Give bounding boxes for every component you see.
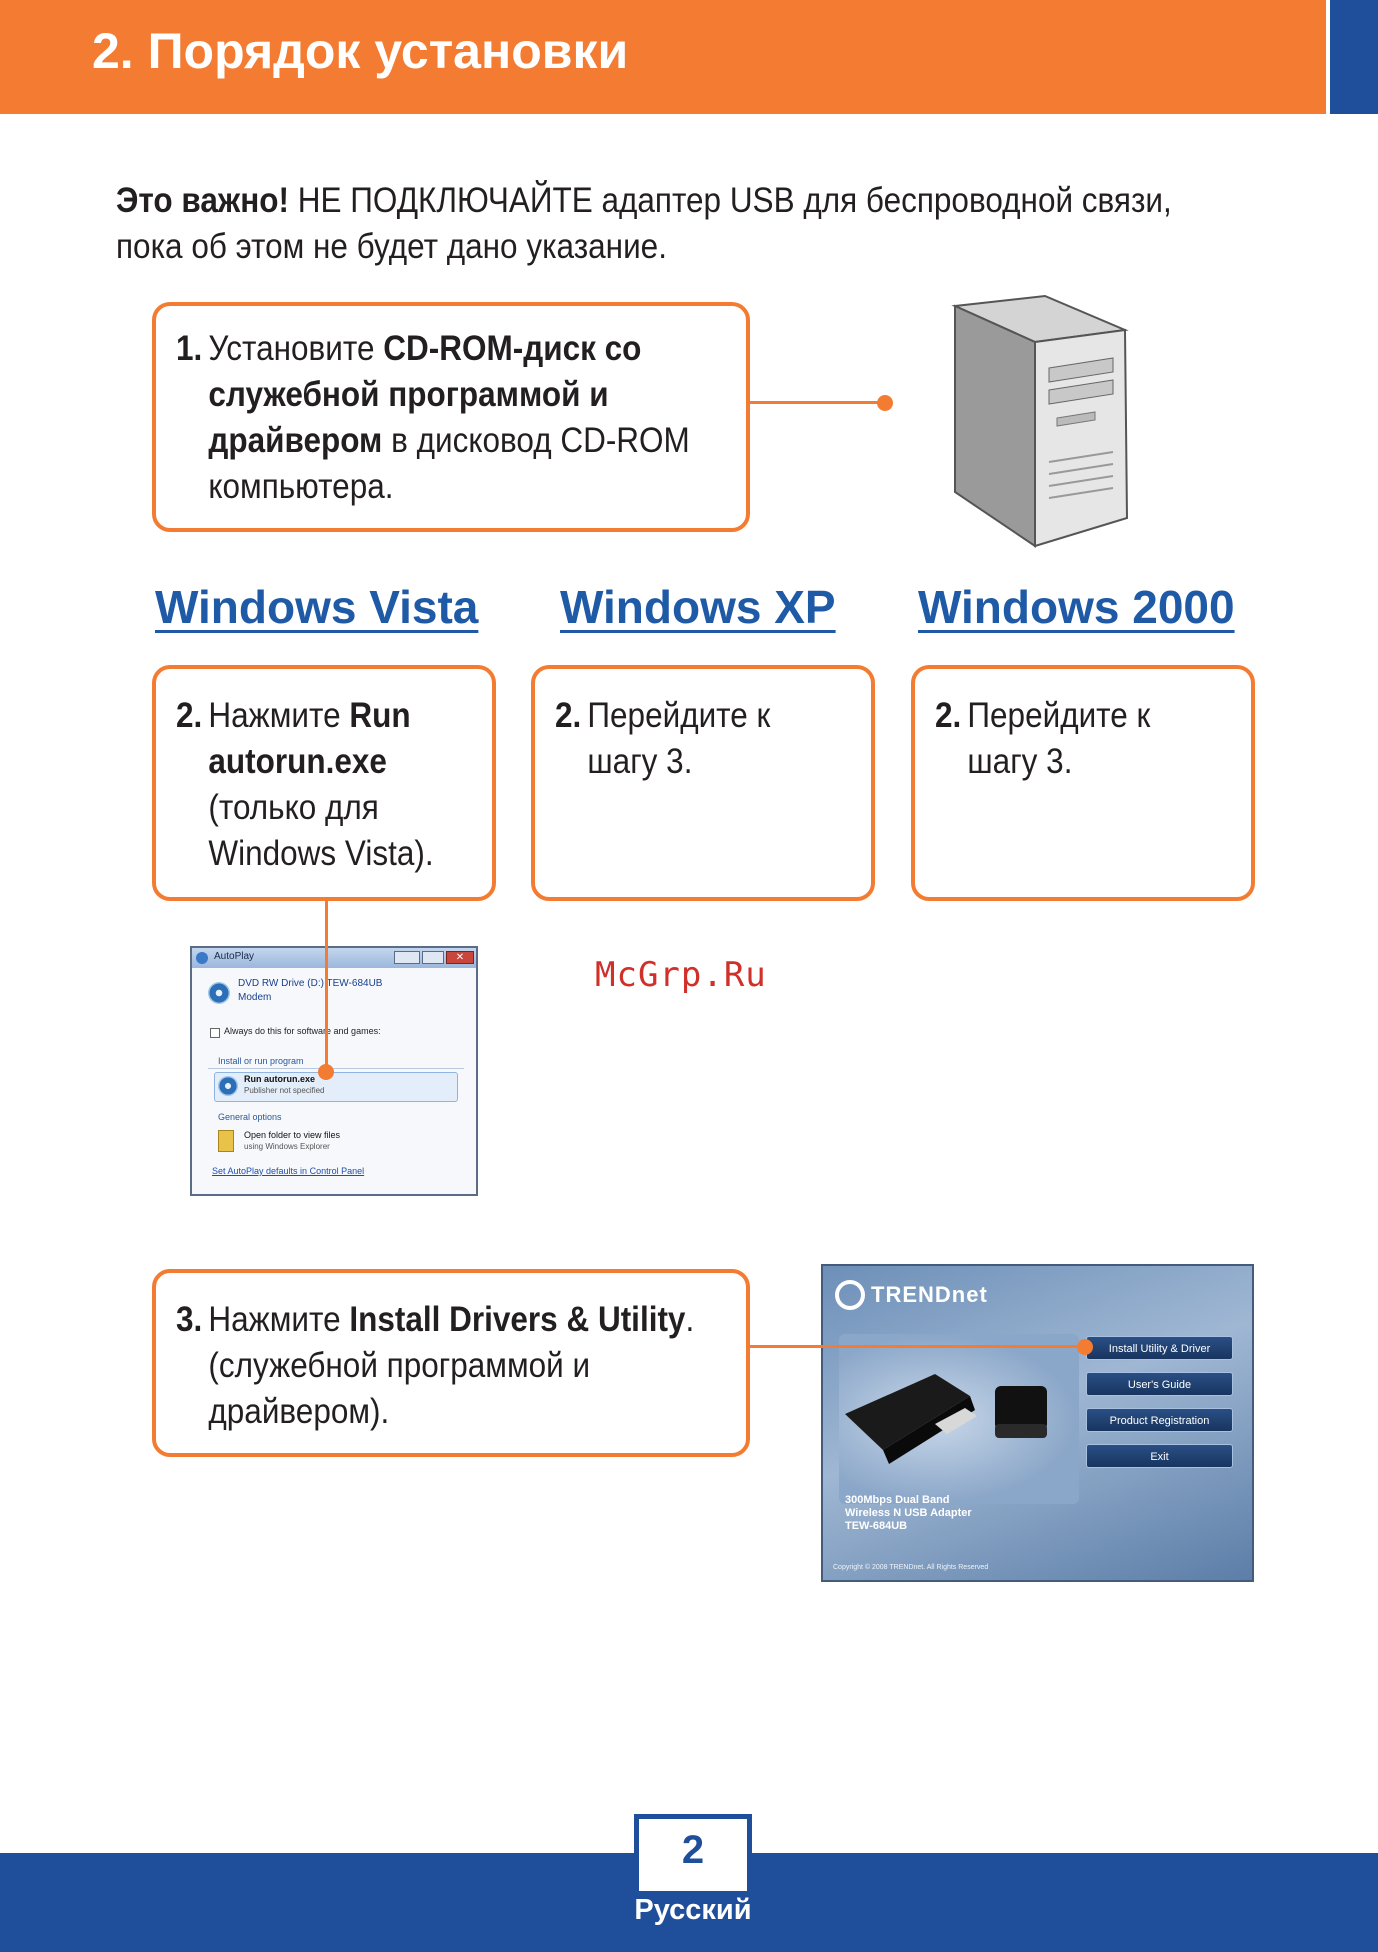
page-number: 2: [681, 1828, 705, 1872]
step3-l2: (служебной программой и: [208, 1346, 591, 1385]
open-folder-sub: using Windows Explorer: [244, 1142, 330, 1151]
heading-windows-2000: Windows 2000: [918, 581, 1235, 633]
step2-connector: [325, 901, 328, 1072]
step2-vista-l4: Windows Vista).: [208, 834, 434, 873]
header-accent: [1330, 0, 1378, 114]
step2-xp-text: 2.Перейдите к шагу 3.: [555, 693, 770, 785]
run-autorun-label: Run autorun.exe: [244, 1074, 316, 1084]
control-panel-link[interactable]: Set AutoPlay defaults in Control Panel: [212, 1166, 365, 1176]
heading-windows-xp: Windows XP: [560, 581, 836, 633]
open-folder-label[interactable]: Open folder to view files: [244, 1130, 341, 1140]
step2-xp-number: 2.: [555, 696, 582, 735]
step2-vista-text: 2.Нажмите Run autorun.exe (только для Wi…: [176, 693, 434, 877]
trendnet-logo-text: TRENDnet: [871, 1282, 988, 1307]
exit-button[interactable]: Exit: [1086, 1444, 1233, 1468]
step1-l4: компьютера.: [208, 467, 394, 506]
step1-box: 1.Установите CD-ROM-диск со служебной пр…: [152, 302, 750, 532]
header-bar: [0, 0, 1326, 114]
maximize-button[interactable]: [422, 951, 444, 964]
step1-l1a: Установите: [208, 329, 384, 368]
autoplay-title: AutoPlay: [214, 951, 255, 962]
step2-2000-l1: Перейдите к: [967, 696, 1151, 735]
autoplay-app-icon: [196, 952, 208, 964]
step1-number: 1.: [176, 329, 203, 368]
run-autorun-item[interactable]: [214, 1072, 458, 1102]
intro-text-2: пока об этом не будет дано указание.: [116, 227, 667, 266]
run-autorun-sub: Publisher not specified: [244, 1086, 325, 1095]
trendnet-installer-window: TRENDnet 300Mbps Dual Band Wireless N US…: [821, 1264, 1254, 1582]
footer-language: Русский: [634, 1894, 752, 1926]
product-registration-button[interactable]: Product Registration: [1086, 1408, 1233, 1432]
heading-windows-vista: Windows Vista: [155, 581, 479, 633]
step2-2000-number: 2.: [935, 696, 962, 735]
product-line-3: TEW-684UB: [845, 1520, 908, 1532]
users-guide-button[interactable]: User's Guide: [1086, 1372, 1233, 1396]
step3-l1a: Нажмите: [208, 1300, 350, 1339]
trendnet-logo-icon: [835, 1280, 865, 1310]
close-button[interactable]: ✕: [446, 951, 474, 964]
intro-text-1: НЕ ПОДКЛЮЧАЙТЕ адаптер USB для беспровод…: [288, 181, 1172, 220]
step3-l1b: Install Drivers & Utility: [349, 1300, 686, 1339]
step3-text: 3.Нажмите Install Drivers & Utility. (сл…: [176, 1297, 694, 1435]
usb-adapter-image: [845, 1374, 1047, 1464]
step2-vista-l3: (только для: [208, 788, 379, 827]
step3-connector: [750, 1345, 1086, 1348]
step1-connector: [750, 401, 885, 404]
step1-l3a: драйвером: [208, 421, 383, 460]
step3-l1c: .: [685, 1300, 695, 1339]
step2-vista-l2: autorun.exe: [208, 742, 387, 781]
computer-tower-icon: [951, 294, 1129, 548]
step3-connector-dot: [1077, 1339, 1093, 1355]
step2-xp-l1: Перейдите к: [587, 696, 771, 735]
step3-l3: драйвером).: [208, 1392, 390, 1431]
install-section-label: Install or run program: [218, 1056, 304, 1066]
dvd-drive-icon: [208, 982, 230, 1004]
step2-connector-dot: [318, 1064, 334, 1080]
step2-vista-l1a: Нажмите: [208, 696, 350, 735]
step1-l2: служебной программой и: [208, 375, 609, 414]
intro-important: Это важно!: [116, 181, 289, 220]
step2-xp-box: 2.Перейдите к шагу 3.: [531, 665, 875, 901]
always-label: Always do this for software and games:: [224, 1026, 381, 1036]
product-line-1: 300Mbps Dual Band: [845, 1494, 950, 1506]
step2-2000-l2: шагу 3.: [967, 742, 1073, 781]
step1-connector-dot: [877, 395, 893, 411]
step2-vista-l1b: Run: [349, 696, 411, 735]
always-checkbox[interactable]: [210, 1028, 220, 1038]
autorun-icon: [218, 1076, 238, 1096]
step1-text: 1.Установите CD-ROM-диск со служебной пр…: [176, 326, 690, 510]
minimize-button[interactable]: [394, 951, 420, 964]
step3-number: 3.: [176, 1300, 203, 1339]
step2-xp-l2: шагу 3.: [587, 742, 693, 781]
trendnet-copyright: Copyright © 2008 TRENDnet. All Rights Re…: [833, 1564, 989, 1571]
autoplay-window: AutoPlay ✕ DVD RW Drive (D:) TEW-684UB M…: [190, 946, 478, 1196]
autoplay-drive-label-2: Modem: [238, 992, 272, 1003]
folder-icon: [218, 1130, 234, 1152]
install-utility-driver-button[interactable]: Install Utility & Driver: [1086, 1336, 1233, 1360]
page-number-box: [634, 1814, 752, 1896]
general-options-label: General options: [218, 1112, 282, 1122]
product-line-2: Wireless N USB Adapter: [845, 1507, 972, 1519]
page-title: 2. Порядок установки: [92, 23, 629, 79]
step2-vista-number: 2.: [176, 696, 203, 735]
step3-box: 3.Нажмите Install Drivers & Utility. (сл…: [152, 1269, 750, 1457]
step2-vista-box: 2.Нажмите Run autorun.exe (только для Wi…: [152, 665, 496, 901]
step1-l3b: в дисковод CD-ROM: [382, 421, 690, 460]
step1-l1b: CD-ROM-диск со: [383, 329, 642, 368]
watermark: McGrp.Ru: [595, 955, 767, 995]
intro-note: Это важно! НЕ ПОДКЛЮЧАЙТЕ адаптер USB дл…: [116, 178, 1196, 270]
step2-2000-box: 2.Перейдите к шагу 3.: [911, 665, 1255, 901]
step2-2000-text: 2.Перейдите к шагу 3.: [935, 693, 1150, 785]
section-divider: [208, 1068, 464, 1069]
autoplay-drive-label: DVD RW Drive (D:) TEW-684UB: [238, 978, 383, 989]
